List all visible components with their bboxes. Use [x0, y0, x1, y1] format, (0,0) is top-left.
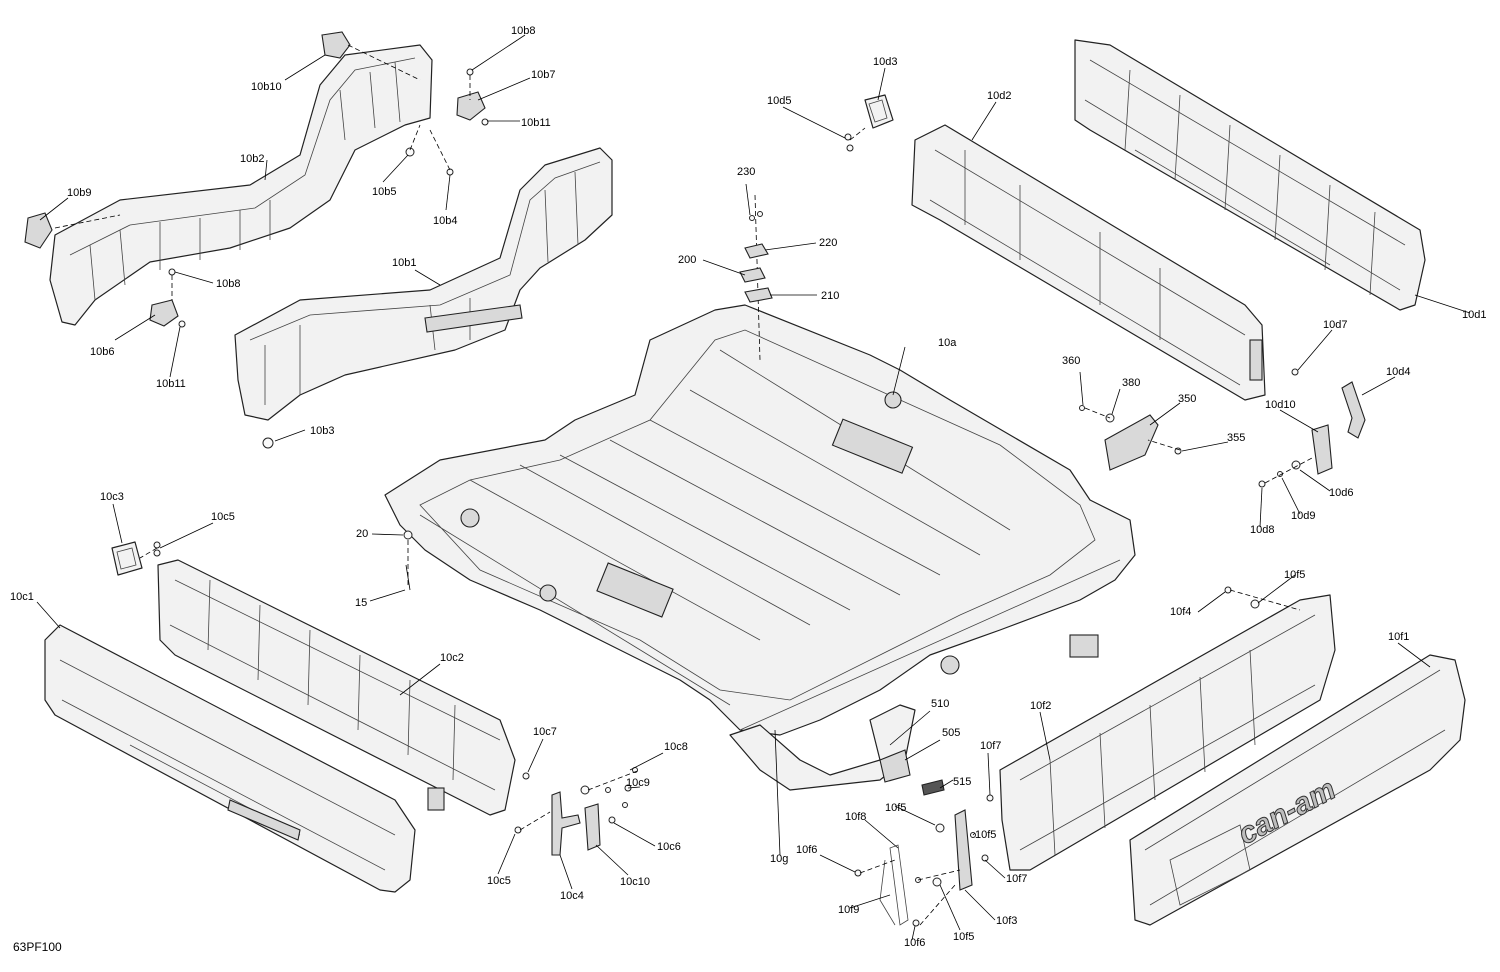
hardware-10f [854, 586, 1301, 927]
label-10f6: 10f6 [796, 844, 817, 856]
label-220: 220 [819, 237, 837, 249]
hardware-10c [139, 541, 641, 834]
label-10b3: 10b3 [310, 425, 334, 437]
label-10d10: 10d10 [1265, 399, 1296, 411]
label-10c1: 10c1 [10, 591, 34, 603]
label-510: 510 [931, 698, 949, 710]
label-10f5-b: 10f5 [975, 829, 996, 841]
part-10d1-panel [1074, 39, 1426, 311]
label-505: 505 [942, 727, 960, 739]
label-10f3: 10f3 [996, 915, 1017, 927]
label-360: 360 [1062, 355, 1080, 367]
label-10d1: 10d1 [1462, 309, 1486, 321]
label-10a: 10a [938, 337, 957, 349]
label-10b7: 10b7 [531, 69, 555, 81]
label-10f5-a: 10f5 [885, 802, 906, 814]
label-20: 20 [356, 528, 368, 540]
label-10d7: 10d7 [1323, 319, 1347, 331]
label-380: 380 [1122, 377, 1140, 389]
label-10g: 10g [770, 853, 788, 865]
label-10f2: 10f2 [1030, 700, 1051, 712]
hardware-10b [54, 44, 489, 449]
part-10b1-rail [234, 147, 613, 421]
part-10d2-panel [911, 124, 1266, 401]
part-515-pad [921, 779, 945, 796]
label-10c8: 10c8 [664, 741, 688, 753]
hardware-10d [844, 127, 1313, 488]
label-15: 15 [355, 597, 367, 609]
label-10d4: 10d4 [1386, 366, 1410, 378]
label-10c5: 10c5 [211, 511, 235, 523]
label-10c4: 10c4 [560, 890, 584, 902]
label-355: 355 [1227, 432, 1245, 444]
label-10d8: 10d8 [1250, 524, 1274, 536]
label-10d9: 10d9 [1291, 510, 1315, 522]
label-10b1: 10b1 [392, 257, 416, 269]
label-10c10: 10c10 [620, 876, 650, 888]
part-10f2-panel [999, 594, 1336, 871]
part-10b9-bracket [24, 212, 53, 249]
part-10a-bed-floor [384, 304, 1136, 736]
drawing-code: 63PF100 [13, 940, 62, 954]
label-10f1: 10f1 [1388, 631, 1409, 643]
label-200: 200 [678, 254, 696, 266]
label-10c7: 10c7 [533, 726, 557, 738]
hardware-200-230 [403, 194, 773, 591]
part-10c10-latch [584, 803, 601, 851]
part-10c1-cover [44, 624, 416, 893]
callout-labels: 10a 10b8 10b7 10b11 10b10 10b2 10b5 10b4… [10, 25, 1486, 949]
label-10f6-lower: 10f6 [904, 937, 925, 949]
part-505-pad [879, 749, 911, 783]
part-10f3-bracket [954, 809, 973, 891]
label-10c3: 10c3 [100, 491, 124, 503]
part-10b7-hinge [456, 91, 486, 121]
part-10d10-latch [1311, 424, 1333, 475]
label-350: 350 [1178, 393, 1196, 405]
label-10b2: 10b2 [240, 153, 264, 165]
label-10d6: 10d6 [1329, 487, 1353, 499]
label-10f5-d: 10f5 [1284, 569, 1305, 581]
label-10f5-c: 10f5 [953, 931, 974, 943]
label-10b10: 10b10 [251, 81, 282, 93]
label-10f7-lower: 10f7 [1006, 873, 1027, 885]
label-10d2: 10d2 [987, 90, 1011, 102]
part-10b6-hinge [149, 299, 179, 327]
label-10f8: 10f8 [845, 811, 866, 823]
label-10c2: 10c2 [440, 652, 464, 664]
label-10c5-lower: 10c5 [487, 875, 511, 887]
label-10b4: 10b4 [433, 215, 457, 227]
label-210: 210 [821, 290, 839, 302]
part-10c4-bracket [551, 791, 581, 856]
part-10b2-rail [49, 44, 433, 326]
label-515: 515 [953, 776, 971, 788]
label-10b6: 10b6 [90, 346, 114, 358]
part-10f9-strap [879, 844, 909, 926]
label-10b5: 10b5 [372, 186, 396, 198]
label-10d3: 10d3 [873, 56, 897, 68]
label-10f4: 10f4 [1170, 606, 1191, 618]
part-10c3-cover [111, 541, 143, 576]
label-10b8-lower: 10b8 [216, 278, 240, 290]
label-230: 230 [737, 166, 755, 178]
label-10b8: 10b8 [511, 25, 535, 37]
label-10b11: 10b11 [521, 117, 551, 129]
part-350-hinge [1104, 414, 1159, 471]
label-10f7: 10f7 [980, 740, 1001, 752]
label-10b11-lower: 10b11 [156, 378, 186, 390]
part-10c2-panel [157, 559, 516, 816]
label-10b9: 10b9 [67, 187, 91, 199]
leader-lines [36, 34, 1471, 941]
part-10b10-bracket [321, 31, 351, 59]
part-10d4-bracket [1341, 381, 1366, 439]
label-10c9: 10c9 [626, 777, 650, 789]
label-10f9: 10f9 [838, 904, 859, 916]
label-10d5: 10d5 [767, 95, 791, 107]
label-10c6: 10c6 [657, 841, 681, 853]
part-10d3-cover [864, 94, 894, 129]
